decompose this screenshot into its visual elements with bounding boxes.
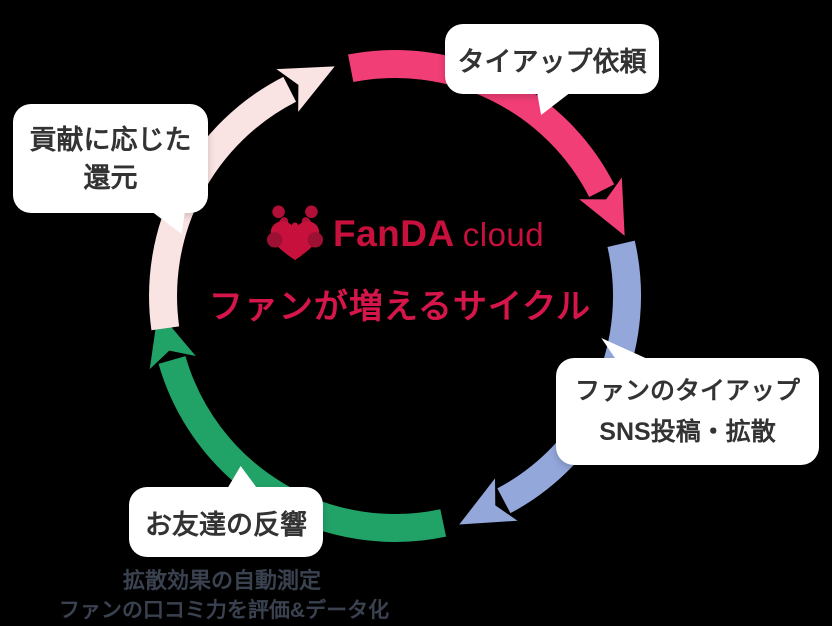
bubble-tieup-request: タイアップ依頼 [445,24,659,115]
bubble-reward-return: 貢献に応じた 還元 [13,104,208,234]
logo-brand-text: FanDA [333,213,455,254]
logo-suffix-text: cloud [462,216,545,253]
panda-heart-icon [266,205,324,261]
bubble-reward-return-label-line2: 還元 [83,162,138,193]
cycle-headline: ファンが増えるサイクル [208,288,592,326]
bubble-friends-response: お友達の反響 [129,466,323,557]
bubble-tieup-request-label: タイアップ依頼 [457,46,647,77]
bubble-friends-response-label: お友達の反響 [145,509,307,540]
bubble-fan-sns-share-label-line1: ファンのタイアップ [574,376,800,405]
bubble-reward-return-label-line1: 貢献に応じた [29,124,192,155]
bubble-fan-sns-share: ファンのタイアップ SNS投稿・拡散 [556,338,819,465]
annotation-auto-measurement: 拡散効果の自動測定 [122,568,321,593]
annotation-word-of-mouth-data: ファンの口コミ力を評価&データ化 [58,599,390,622]
bubble-fan-sns-share-label-line2: SNS投稿・拡散 [599,417,776,446]
